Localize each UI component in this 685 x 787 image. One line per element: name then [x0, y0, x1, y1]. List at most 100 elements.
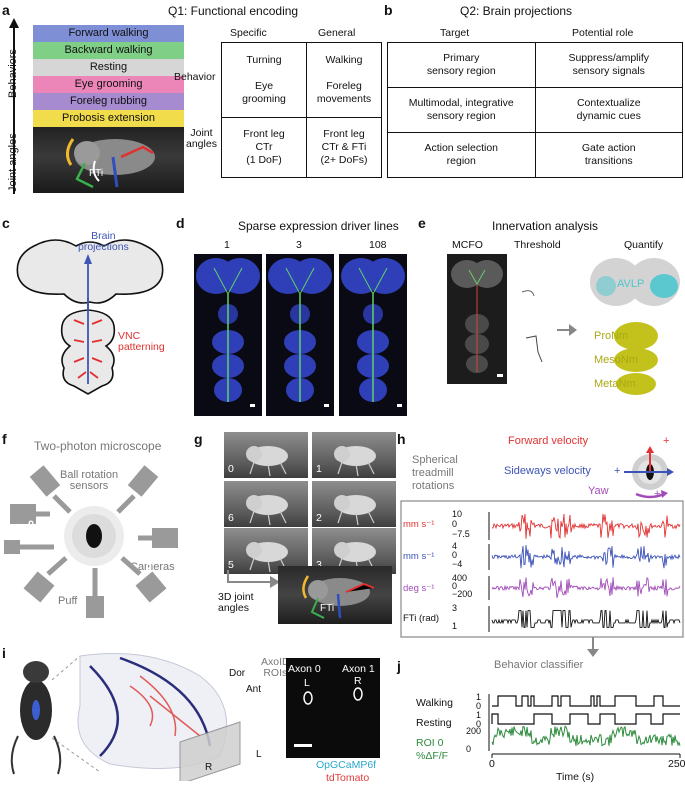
- panel-label-d: d: [176, 215, 185, 231]
- x-tick-250: 250: [668, 758, 685, 770]
- rig-schematic: [4, 465, 178, 618]
- camera-frame-number-3: 3: [316, 559, 322, 571]
- forward-plus: +: [663, 435, 670, 447]
- camera-number-4: 4: [102, 631, 109, 643]
- trace-unit-3: FTi (rad): [403, 613, 440, 624]
- camera-frame-2: 2: [312, 481, 396, 527]
- driver-line-label-3: 3: [296, 239, 302, 251]
- puff-label: Puff: [58, 595, 78, 607]
- panel-label-b: b: [384, 2, 393, 18]
- region-avlp: AVLP: [617, 278, 645, 290]
- region-metanm: MetaNm: [594, 378, 636, 390]
- trace-unit-0: mm s⁻¹: [403, 519, 435, 530]
- behavior-classifier-label: Behavior classifier: [494, 659, 584, 671]
- camera-number-5: 5: [34, 613, 41, 625]
- behavior-bar-forward-walking: Forward walking: [33, 25, 184, 42]
- trace-tick-3-1: 1: [452, 621, 458, 631]
- q2-cell-target-1: Multimodal, integrative sensory region: [387, 87, 536, 133]
- quantify-map: [590, 258, 680, 395]
- camera-number-6: 6: [6, 562, 13, 574]
- axoid-rois-label: AxoID ROIs: [261, 656, 290, 679]
- classifier-tick-2-0: 200: [466, 726, 482, 736]
- classifier-row-label-0: Walking: [416, 697, 453, 709]
- classifier-tick-1-0: 1: [476, 710, 482, 720]
- fly-vnc-3d: [10, 653, 241, 781]
- col-general: General: [318, 27, 356, 39]
- trace-line-3: [491, 610, 681, 628]
- roi-trace: [491, 725, 681, 747]
- x-axis-label: Time (s): [556, 771, 595, 783]
- q2-cell-target-2: Action selection region: [387, 132, 536, 178]
- panel-label-c: c: [2, 215, 10, 231]
- region-mesonm: MesoNm: [594, 354, 639, 366]
- axoid-image: Axon 0 Axon 1 L R: [286, 658, 380, 758]
- treadmill-ball: [624, 446, 674, 499]
- panel-a-title: Q1: Functional encoding: [168, 4, 299, 18]
- axon0-label: Axon 0: [288, 663, 321, 675]
- camera-frame-5: 5: [224, 528, 308, 574]
- camera-frame-1: 1: [312, 432, 396, 478]
- camera-frame-0: 0: [224, 432, 308, 478]
- col-target: Target: [440, 27, 470, 39]
- brain-projections-label: Brain projections: [78, 230, 129, 253]
- q2-cell-role-0: Suppress/amplify sensory signals: [534, 42, 683, 88]
- binary-trace-0: [492, 695, 680, 707]
- camera-frame-6: 6: [224, 481, 308, 527]
- step-mcfo: MCFO: [452, 239, 483, 251]
- trace-line-2: [491, 577, 681, 599]
- panel-label-e: e: [418, 215, 426, 231]
- binary-trace-1: [491, 713, 680, 725]
- classifier-tick-1-1: 0: [476, 719, 482, 729]
- cell-general-joint: Front leg CTr & FTi (2+ DoFs): [306, 117, 382, 178]
- camera-frame-number-2: 2: [316, 512, 322, 524]
- behavior-bar-foreleg-rubbing: Foreleg rubbing: [33, 93, 184, 110]
- step-quantify: Quantify: [624, 239, 664, 251]
- axis-label-behaviors: Behaviors: [7, 49, 19, 98]
- panel-b-title: Q2: Brain projections: [460, 4, 573, 18]
- leg-trace-yellow: [66, 138, 75, 166]
- q2-cell-role-2: Gate action transitions: [534, 132, 683, 178]
- region-pronm: ProNm: [594, 330, 629, 342]
- process-arrow: [557, 324, 577, 336]
- x-tick-0: 0: [489, 758, 495, 770]
- fly-joint-photo: FTi: [33, 127, 184, 193]
- camera-frame-number-1: 1: [316, 463, 322, 475]
- axon0-side: L: [304, 677, 310, 689]
- panel-label-i: i: [2, 645, 6, 661]
- driver-line-label-1: 1: [224, 239, 230, 251]
- trace-tick-3-0: 3: [452, 603, 458, 613]
- camera-number-1: 1: [154, 519, 161, 531]
- driver-line-image-1: [194, 254, 262, 416]
- behavior-bar-resting: Resting: [33, 59, 184, 76]
- step-threshold: Threshold: [514, 239, 561, 251]
- panel-label-j: j: [397, 658, 401, 674]
- vnc-patterning-label: VNC patterning: [118, 330, 165, 353]
- ball-sensors-label: Ball rotation sensors: [60, 469, 119, 492]
- trace-tick-1-0: 4: [452, 541, 458, 551]
- q2-cell-role-1: Contextualize dynamic cues: [534, 87, 683, 133]
- camera-frame-number-5: 5: [228, 559, 234, 571]
- trace-tick-0-1: 0: [452, 519, 458, 529]
- axis-label-joint-angles: Joint angles: [7, 133, 19, 192]
- g-joint-photo: FTi: [278, 566, 392, 624]
- panel-label-f: f: [2, 431, 7, 447]
- cell-specific-joint: Front leg CTr (1 DoF): [221, 117, 307, 178]
- trace-tick-2-2: −200: [452, 589, 473, 599]
- trace-tick-2-0: 400: [452, 573, 468, 583]
- trace-line-0: [491, 513, 681, 540]
- plane-label-l: L: [256, 749, 262, 760]
- panel-a-axis-arrow: [9, 18, 19, 194]
- driver-line-label-108: 108: [369, 239, 387, 251]
- axon1-label: Axon 1: [342, 663, 375, 675]
- cns-schematic: [16, 239, 164, 395]
- fti-label-a: FTi: [89, 168, 104, 179]
- trace-tick-2-1: 0: [452, 581, 458, 591]
- joint-arrow: [227, 570, 280, 588]
- classifier-tick-0-0: 1: [476, 692, 482, 702]
- camera-number-2: 2: [146, 562, 153, 574]
- classifier-tick-0-1: 0: [476, 701, 482, 711]
- legend-tdtomato: tdTomato: [326, 772, 370, 784]
- sideways-velocity-label: Sideways velocity: [504, 465, 591, 477]
- behavior-bar-eye-grooming: Eye grooming: [33, 76, 184, 93]
